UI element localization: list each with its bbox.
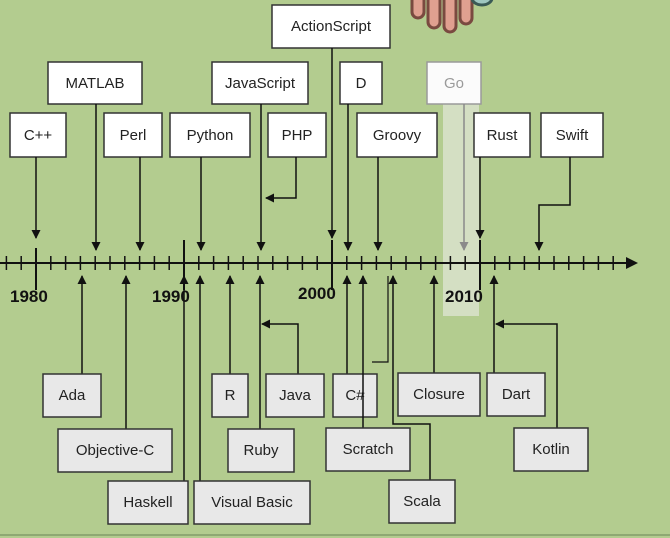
timeline-axis [0,240,638,290]
year-label-2010: 2010 [445,287,483,306]
language-label-scratch: Scratch [343,441,394,458]
year-label-2000: 2000 [298,284,336,303]
language-label-ruby: Ruby [243,442,279,459]
language-label-java: Java [279,387,311,404]
language-box-perl: Perl [103,112,163,158]
language-box-actionscript: ActionScript [271,4,391,49]
language-box-javascript: JavaScript [211,61,309,105]
language-box-d: D [339,61,383,105]
language-box-php: PHP [267,112,327,158]
language-box-dart: Dart [486,372,546,417]
language-label-ada: Ada [59,387,86,404]
language-label-closure: Closure [413,386,465,403]
language-box-rust: Rust [473,112,531,158]
language-box-scala: Scala [388,479,456,524]
language-label-objective-c: Objective-C [76,442,155,459]
language-label-d: D [356,75,367,92]
language-label-csharp: C# [345,387,365,404]
language-box-ruby: Ruby [227,428,295,473]
language-label-php: PHP [282,127,313,144]
language-box-haskell: Haskell [107,480,189,525]
year-label-1980: 1980 [10,287,48,306]
language-box-kotlin: Kotlin [513,427,589,472]
language-box-java: Java [265,373,325,418]
go-highlight-band [443,104,479,316]
language-box-python: Python [169,112,251,158]
language-label-scala: Scala [403,493,441,510]
language-label-go: Go [444,75,464,92]
language-label-visual-basic: Visual Basic [211,494,293,511]
language-box-groovy: Groovy [356,112,438,158]
language-label-actionscript: ActionScript [291,18,372,35]
language-box-ada: Ada [42,373,102,418]
language-box-go: Go [426,61,482,105]
language-label-rust: Rust [487,127,519,144]
language-label-perl: Perl [120,127,147,144]
language-box-r: R [211,373,249,418]
language-box-visual-basic: Visual Basic [193,480,311,525]
language-box-closure: Closure [397,372,481,417]
language-label-python: Python [187,127,234,144]
language-label-cpp: C++ [24,127,53,144]
language-box-swift: Swift [540,112,604,158]
language-box-scratch: Scratch [325,427,411,472]
language-box-cpp: C++ [9,112,67,158]
language-label-swift: Swift [556,127,589,144]
language-label-matlab: MATLAB [66,75,125,92]
language-label-groovy: Groovy [373,127,422,144]
language-box-csharp: C# [332,373,378,418]
hand-pointer-icon [410,0,494,34]
language-label-javascript: JavaScript [225,75,296,92]
language-label-r: R [225,387,236,404]
language-label-kotlin: Kotlin [532,441,570,458]
year-label-1990: 1990 [152,287,190,306]
language-box-matlab: MATLAB [47,61,143,105]
language-label-haskell: Haskell [123,494,172,511]
language-label-dart: Dart [502,386,531,403]
language-box-objective-c: Objective-C [57,428,173,473]
